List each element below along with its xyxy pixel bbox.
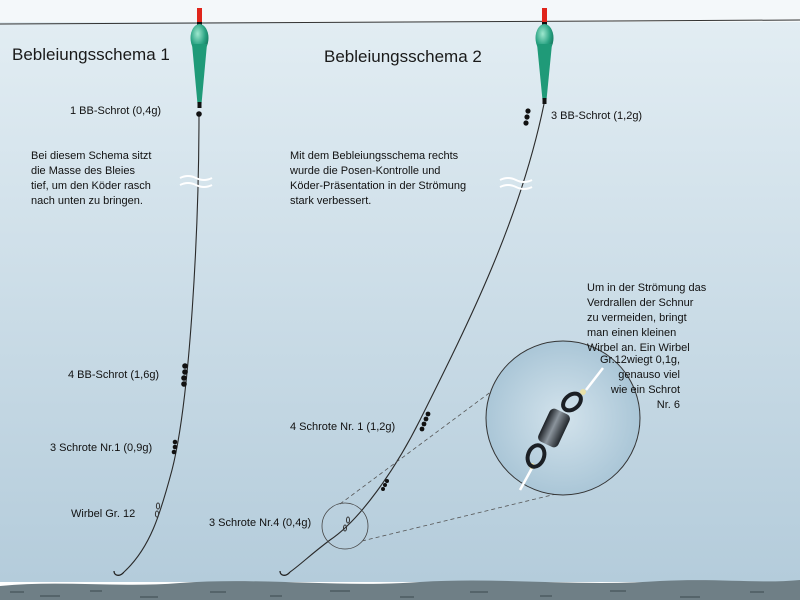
schema1-description: Bei diesem Schema sitzt die Masse des Bl…	[31, 150, 152, 207]
schema1-float	[190, 8, 209, 108]
schema2-float-tip	[542, 8, 547, 24]
schema2-float-stem	[537, 44, 552, 100]
schema2-shot-group-mid	[419, 411, 431, 432]
schema2-label-mid-shot: 4 Schrote Nr. 1 (1,2g)	[290, 421, 396, 433]
water-surface	[0, 19, 800, 25]
schema1-shot-group-low	[171, 439, 178, 455]
schema2-float	[535, 8, 554, 104]
schema2-hook-icon	[279, 570, 291, 576]
schema2-shot-group-top	[523, 108, 531, 126]
schema2-title: Bebleiungsschema 2	[324, 47, 482, 66]
schema2-description: Mit dem Bebleiungsschema rechts wurde di…	[290, 150, 467, 207]
schema2-depth-break	[499, 177, 533, 190]
swivel-note-right: Gr.12wiegt 0,1g, genauso viel wie ein Sc…	[600, 354, 681, 411]
magnifier-connector	[339, 384, 557, 542]
riverbed	[0, 580, 800, 600]
schema2-label-top-shot: 3 BB-Schrot (1,2g)	[551, 110, 643, 122]
schema2-label-low-shot: 3 Schrote Nr.4 (0,4g)	[209, 517, 312, 529]
swivel-note-left: Um in der Strömung das Verdrallen der Sc…	[587, 282, 707, 354]
schema1-title: Bebleiungsschema 1	[12, 45, 170, 64]
schema2-line	[289, 103, 545, 573]
schema1-label-swivel: Wirbel Gr. 12	[71, 508, 136, 520]
schema1-shot-group-mid	[181, 363, 188, 387]
schema1-hook-icon	[113, 570, 125, 576]
riverbed-texture	[10, 590, 764, 598]
schema2-shot-group-low	[381, 479, 389, 491]
sky-band	[0, 0, 800, 22]
schema1-label-mid-shot: 4 BB-Schrot (1,6g)	[68, 369, 160, 381]
water-body	[0, 22, 800, 582]
schema1-label-low-shot: 3 Schrote Nr.1 (0,9g)	[50, 442, 153, 454]
schema1-float-stem	[192, 44, 207, 104]
schema1-swivel-icon	[154, 502, 161, 518]
schema1-line	[123, 111, 200, 573]
schema1-shot-top	[196, 111, 202, 117]
swivel-focus-circle	[321, 502, 369, 550]
swivel-closeup-icon	[518, 367, 604, 491]
schema1-depth-break	[179, 175, 213, 188]
schema1-label-top-shot: 1 BB-Schrot (0,4g)	[70, 105, 162, 117]
schema1-float-tip	[197, 8, 202, 24]
schema2-swivel-icon	[343, 516, 350, 532]
